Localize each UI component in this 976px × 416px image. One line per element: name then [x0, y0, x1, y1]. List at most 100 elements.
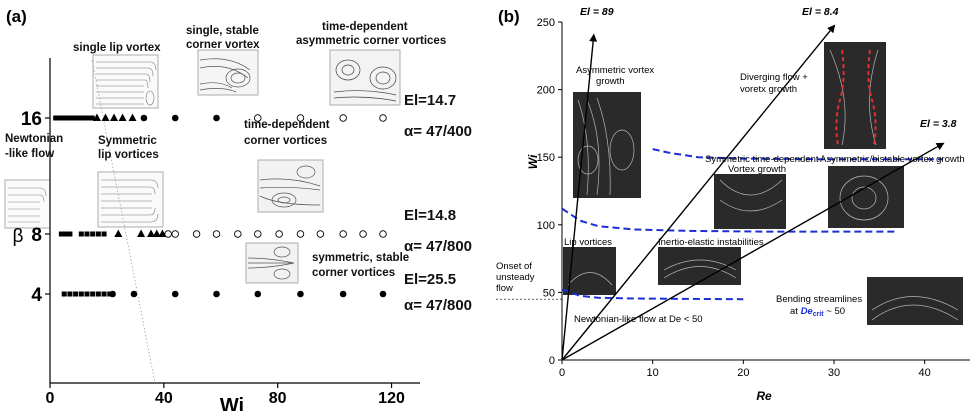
annotation-decrit: at Decrit ~ 50 — [790, 306, 845, 318]
annotation-symmetric-td-l2: Vortex growth — [728, 164, 786, 175]
flow-image-newtonian — [4, 179, 51, 229]
flow-image-single-lip-vortex — [92, 54, 159, 109]
x-tick-label-0: 0 — [559, 367, 565, 379]
el-label-beta-8: El=14.8 — [404, 207, 456, 224]
el-rays — [561, 24, 945, 361]
flow-image-time-dependent-corner-vortices — [257, 159, 324, 213]
annotation-single-lip-vortex: single lip vortex — [73, 42, 161, 54]
point-circle-open-4 — [164, 230, 172, 238]
point-circle-open-11 — [296, 230, 305, 238]
point-small-square-filled-10 — [63, 231, 69, 237]
y-tick-label-200: 200 — [537, 85, 555, 97]
annotation-bending: Bending streamlines — [776, 294, 862, 305]
point-circle-open-7 — [212, 230, 221, 238]
annotation-symmetric-td-l1: Symmetric time-dependent — [705, 154, 819, 165]
point-circle-open-15 — [379, 230, 387, 238]
point-small-square-filled-20 — [78, 291, 84, 297]
x-tick-label-10: 10 — [647, 367, 659, 379]
regime-boundary-1 — [561, 288, 744, 301]
point-triangle-filled-4 — [128, 113, 137, 121]
point-triangle-filled-8 — [152, 229, 161, 237]
alpha-label-beta-4: α= 47/800 — [404, 297, 472, 314]
el-label-beta-16: El=14.7 — [404, 92, 456, 109]
annotation-newtonian: Newtonian-like flow at De < 50 — [574, 314, 703, 325]
x-tick-label-30: 30 — [828, 367, 840, 379]
point-triangle-filled-0 — [92, 113, 101, 121]
regime-boundary-2 — [652, 148, 943, 161]
y-tick-label-0: 0 — [549, 355, 555, 367]
point-triangle-filled-9 — [158, 229, 167, 237]
point-circle-open-1 — [296, 114, 305, 122]
annotation-onset-l2: unsteady — [496, 272, 535, 283]
point-small-square-filled-0 — [53, 115, 59, 121]
regime-boundary-0 — [561, 207, 898, 233]
x-axis-label: Wi — [220, 395, 244, 411]
point-small-square-filled-17 — [61, 291, 67, 297]
point-circle-open-9 — [254, 230, 262, 238]
panel-a: (a) — [0, 0, 490, 416]
point-small-square-filled-22 — [90, 291, 96, 297]
point-small-square-filled-21 — [84, 291, 90, 297]
point-circle-filled-6 — [213, 290, 220, 298]
panel-a-label: (a) — [6, 7, 27, 26]
x-tick-label-40: 40 — [919, 367, 931, 379]
annotation-time-dependent-l2: corner vortices — [244, 135, 327, 147]
point-triangle-filled-1 — [101, 113, 110, 121]
flow-image-symmetric-corner-vortices — [245, 242, 299, 284]
point-circle-filled-3 — [109, 290, 116, 298]
point-triangle-filled-3 — [118, 113, 127, 121]
point-triangle-filled-7 — [147, 229, 156, 237]
point-circle-filled-7 — [254, 290, 262, 298]
y-tick-label-50: 50 — [543, 287, 555, 299]
annotation-inertio-elastic: Inertio-elastic instabilities — [658, 237, 764, 248]
point-small-square-filled-12 — [78, 231, 84, 237]
annotation-symmetric-stable-l2: corner vortices — [312, 267, 395, 279]
alpha-label-beta-16: α= 47/400 — [404, 123, 472, 140]
point-small-square-filled-1 — [57, 115, 63, 121]
y-tick-label-250: 250 — [537, 17, 555, 29]
annotation-asymmetric-vortex-l1: Asymmetric vortex — [576, 65, 654, 76]
annotation-symmetric-stable-l1: symmetric, stable — [312, 252, 409, 264]
el-label-beta-4: El=25.5 — [404, 271, 456, 288]
point-circle-open-0 — [254, 114, 262, 122]
annotation-single-stable-l2: corner vortex — [186, 39, 260, 51]
annotation-symmetric-lip-l2: lip vortices — [98, 149, 159, 161]
flow-image-symmetric-lip-vortices — [97, 171, 164, 228]
point-circle-filled-0 — [140, 114, 148, 122]
annotation-asym-bistable: Asymmetric/bistable vortex growth — [820, 154, 965, 165]
el-label-8-4: El = 8.4 — [802, 6, 839, 18]
annotation-onset-l3: flow — [496, 283, 513, 294]
point-small-square-filled-18 — [67, 291, 73, 297]
y-axis-label: β — [13, 226, 24, 247]
y-tick-label-8: 8 — [31, 225, 42, 246]
point-circle-open-14 — [359, 230, 367, 238]
x-tick-label-0: 0 — [46, 390, 55, 407]
annotation-newtonian-l1: Newtonian — [5, 133, 63, 145]
annotation-symmetric-lip-l1: Symmetric — [98, 135, 157, 147]
annotation-onset-l1: Onset of — [496, 261, 532, 272]
point-circle-filled-5 — [171, 290, 179, 298]
photo-bending-streamlines — [867, 277, 963, 325]
el-ray-2 — [561, 142, 945, 361]
photo-asymmetric-vortex — [573, 92, 641, 198]
annotation-single-stable-l1: single, stable — [186, 25, 259, 37]
y-tick-label-16: 16 — [21, 109, 42, 130]
el-ray-1 — [561, 24, 836, 361]
annotation-asymmetric-l1: time-dependent — [322, 21, 408, 33]
red-dashed-right — [867, 49, 877, 146]
annotation-diverging-l2: voretx growth — [740, 84, 797, 95]
annotation-asymmetric-l2: asymmetric corner vortices — [296, 35, 446, 47]
annotation-asymmetric-vortex-l2: growth — [596, 76, 625, 87]
point-circle-open-13 — [339, 230, 347, 238]
annotation-time-dependent-l1: time-dependent — [244, 119, 330, 131]
regime-boundaries — [561, 148, 943, 301]
data-points — [53, 113, 387, 298]
y-tick-label-4: 4 — [31, 285, 42, 306]
el-ray-0 — [561, 33, 598, 361]
flow-image-asymmetric-corner-vortices — [329, 49, 401, 106]
point-small-square-filled-16 — [101, 231, 107, 237]
